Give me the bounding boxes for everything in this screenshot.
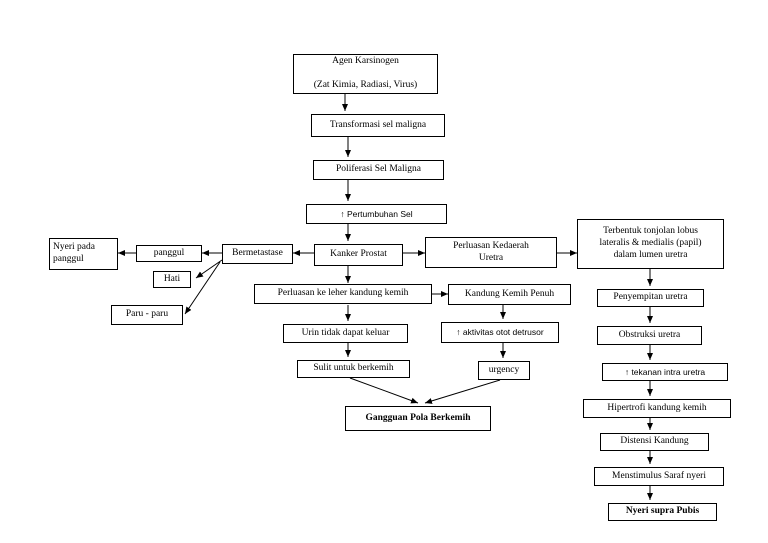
node-hati: Hati	[153, 271, 191, 288]
node-hipertrofi-kandung-kemih: Hipertrofi kandung kemih	[583, 399, 731, 418]
node-nyeri-pada-panggul: Nyeri pada panggul	[49, 238, 118, 270]
node-penyempitan-uretra: Penyempitan uretra	[597, 289, 704, 307]
node-perluasan-kedaerah-uretra: Perluasan Kedaerah Uretra	[425, 237, 557, 268]
node-nyeri-supra-pubis: Nyeri supra Pubis	[608, 503, 717, 521]
arrow-sulit-gangguan	[349, 377, 419, 404]
arrow-urgency-gangguan	[424, 379, 501, 404]
node-sulit-untuk-berkemih: Sulit untuk berkemih	[297, 360, 410, 378]
node-urgency: urgency	[478, 361, 530, 380]
node-distensi-kandung: Distensi Kandung	[600, 433, 709, 451]
node-gangguan-pola-berkemih: Gangguan Pola Berkemih	[345, 406, 491, 431]
node-transformasi-sel-maligna: Transformasi sel maligna	[311, 114, 445, 137]
node-perluasan-leher-kandung-kemih: Perluasan ke leher kandung kemih	[254, 284, 432, 304]
arrow-bermetastase-hati	[195, 259, 223, 279]
node-panggul: panggul	[136, 245, 202, 262]
node-pertumbuhan-sel: ↑ Pertumbuhan Sel	[306, 204, 447, 224]
arrow-bermetastase-paru	[184, 261, 221, 315]
node-paru-paru: Paru - paru	[111, 305, 183, 325]
node-poliferasi-sel-maligna: Poliferasi Sel Maligna	[313, 160, 444, 180]
node-obstruksi-uretra: Obstruksi uretra	[597, 326, 702, 345]
node-menstimulus-saraf-nyeri: Menstimulus Saraf nyeri	[594, 467, 724, 486]
node-bermetastase: Bermetastase	[222, 244, 293, 264]
node-aktivitas-otot-detrusor: ↑ aktivitas otot detrusor	[441, 322, 559, 343]
node-urin-tidak-dapat-keluar: Urin tidak dapat keluar	[283, 324, 408, 343]
node-kandung-kemih-penuh: Kandung Kemih Penuh	[448, 284, 571, 305]
node-tonjolan-lobus: Terbentuk tonjolan lobus lateralis & med…	[577, 219, 724, 269]
node-agen-karsinogen: Agen Karsinogen (Zat Kimia, Radiasi, Vir…	[293, 54, 438, 94]
node-tekanan-intra-uretra: ↑ tekanan intra uretra	[602, 363, 728, 381]
node-kanker-prostat: Kanker Prostat	[314, 244, 403, 266]
